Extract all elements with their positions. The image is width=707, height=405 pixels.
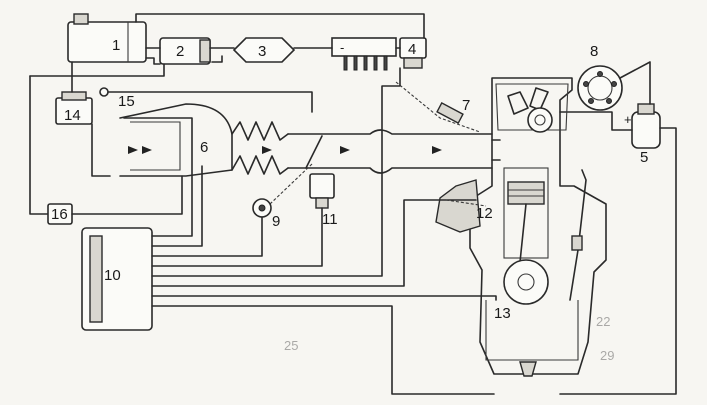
- sensor-15: [99, 87, 109, 97]
- label-8: 8: [590, 43, 598, 60]
- airflow-arrows: [128, 146, 442, 154]
- label-15: 15: [118, 93, 135, 110]
- background-marks: 22 25 29: [284, 314, 614, 363]
- bg-mark-22: 22: [596, 314, 610, 329]
- label-9: 9: [272, 213, 280, 230]
- label-6: 6: [200, 139, 208, 156]
- spark-lead-7: [395, 81, 481, 133]
- ecu-10: [81, 227, 153, 331]
- idle-valve-11: [309, 173, 335, 209]
- fuel-tank-1: [67, 13, 147, 63]
- air-intake-duct: [119, 103, 501, 177]
- label-13: 13: [494, 305, 511, 322]
- label-1: 1: [112, 37, 120, 54]
- label-2: 2: [176, 43, 184, 60]
- wiring-harness: [71, 67, 497, 395]
- engine-block: [469, 77, 607, 377]
- fuel-pump-2: [159, 37, 211, 65]
- bg-mark-29: 29: [600, 348, 614, 363]
- label-11: 11: [322, 211, 338, 228]
- label-16: 16: [51, 206, 68, 223]
- ignition-coil-5: [631, 103, 661, 149]
- label-14: 14: [64, 107, 81, 124]
- fuel-rail: [331, 37, 397, 71]
- label-5: 5: [640, 149, 648, 166]
- distributor-8: [577, 65, 623, 111]
- component-14: [55, 91, 93, 125]
- callout-labels: 1 2 3 4 5 6 7 8 9 10 11 12 13 14 15 16 -…: [51, 37, 648, 322]
- label-3: 3: [258, 43, 266, 60]
- bg-mark-25: 25: [284, 338, 298, 353]
- label-7: 7: [462, 97, 470, 114]
- label-12: 12: [476, 205, 493, 222]
- label-10: 10: [104, 267, 121, 284]
- label-plus: +: [624, 112, 632, 127]
- throttle-sensor-9: [252, 198, 272, 218]
- pressure-regulator-4: [399, 37, 427, 69]
- fuel-filter-3: [232, 37, 296, 63]
- label-4: 4: [408, 41, 416, 58]
- label-minus: -: [340, 40, 344, 55]
